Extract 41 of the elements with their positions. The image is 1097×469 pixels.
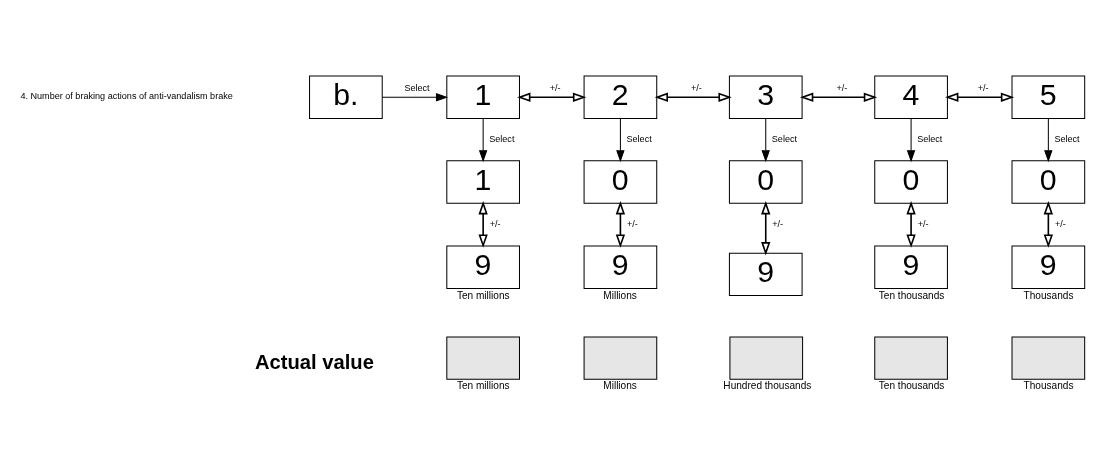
node-label: Millions: [603, 289, 637, 301]
edge-label: Select: [1054, 133, 1080, 144]
edge-label: +/-: [626, 218, 638, 229]
arrow: [945, 92, 1015, 102]
edge-label: Select: [489, 133, 515, 144]
label: 4. Number of braking actions of anti-vandalism brake: [20, 90, 233, 101]
arrow: [906, 200, 916, 248]
arrow: [906, 117, 916, 162]
arrow: [761, 117, 770, 162]
edge-label: Select: [626, 133, 652, 144]
node-label: Thousands: [1023, 379, 1074, 391]
arrow: [1043, 200, 1053, 248]
arrow: [381, 92, 449, 101]
arrow: [800, 92, 878, 102]
label: Actual value: [255, 350, 374, 373]
edge-label: Select: [404, 82, 430, 93]
edge-label: +/-: [1054, 218, 1066, 229]
edge-label: +/-: [917, 218, 929, 229]
edge-label: Select: [917, 133, 943, 144]
node-label: Ten thousands: [878, 379, 945, 391]
node-label: Ten thousands: [878, 289, 945, 301]
node-label: Ten millions: [456, 289, 510, 301]
arrow: [761, 200, 771, 255]
arrow: [1044, 117, 1053, 162]
node-label: Ten millions: [456, 379, 510, 391]
arrow: [616, 117, 625, 162]
edge-label: +/-: [772, 218, 784, 229]
edge-label: +/-: [977, 82, 989, 93]
edge-label: Select: [771, 133, 798, 144]
node-label: Thousands: [1023, 289, 1074, 301]
node-label: Hundred thousands: [723, 379, 812, 391]
node-label: Millions: [603, 379, 637, 391]
edge-label: +/-: [691, 82, 702, 93]
arrow: [478, 200, 488, 248]
arrow: [478, 117, 488, 162]
arrow: [615, 200, 626, 248]
edge-label: +/-: [549, 82, 561, 93]
arrow: [654, 92, 732, 102]
edge-label: +/-: [489, 218, 501, 229]
arrow: [517, 92, 587, 102]
edge-label: +/-: [836, 82, 848, 93]
